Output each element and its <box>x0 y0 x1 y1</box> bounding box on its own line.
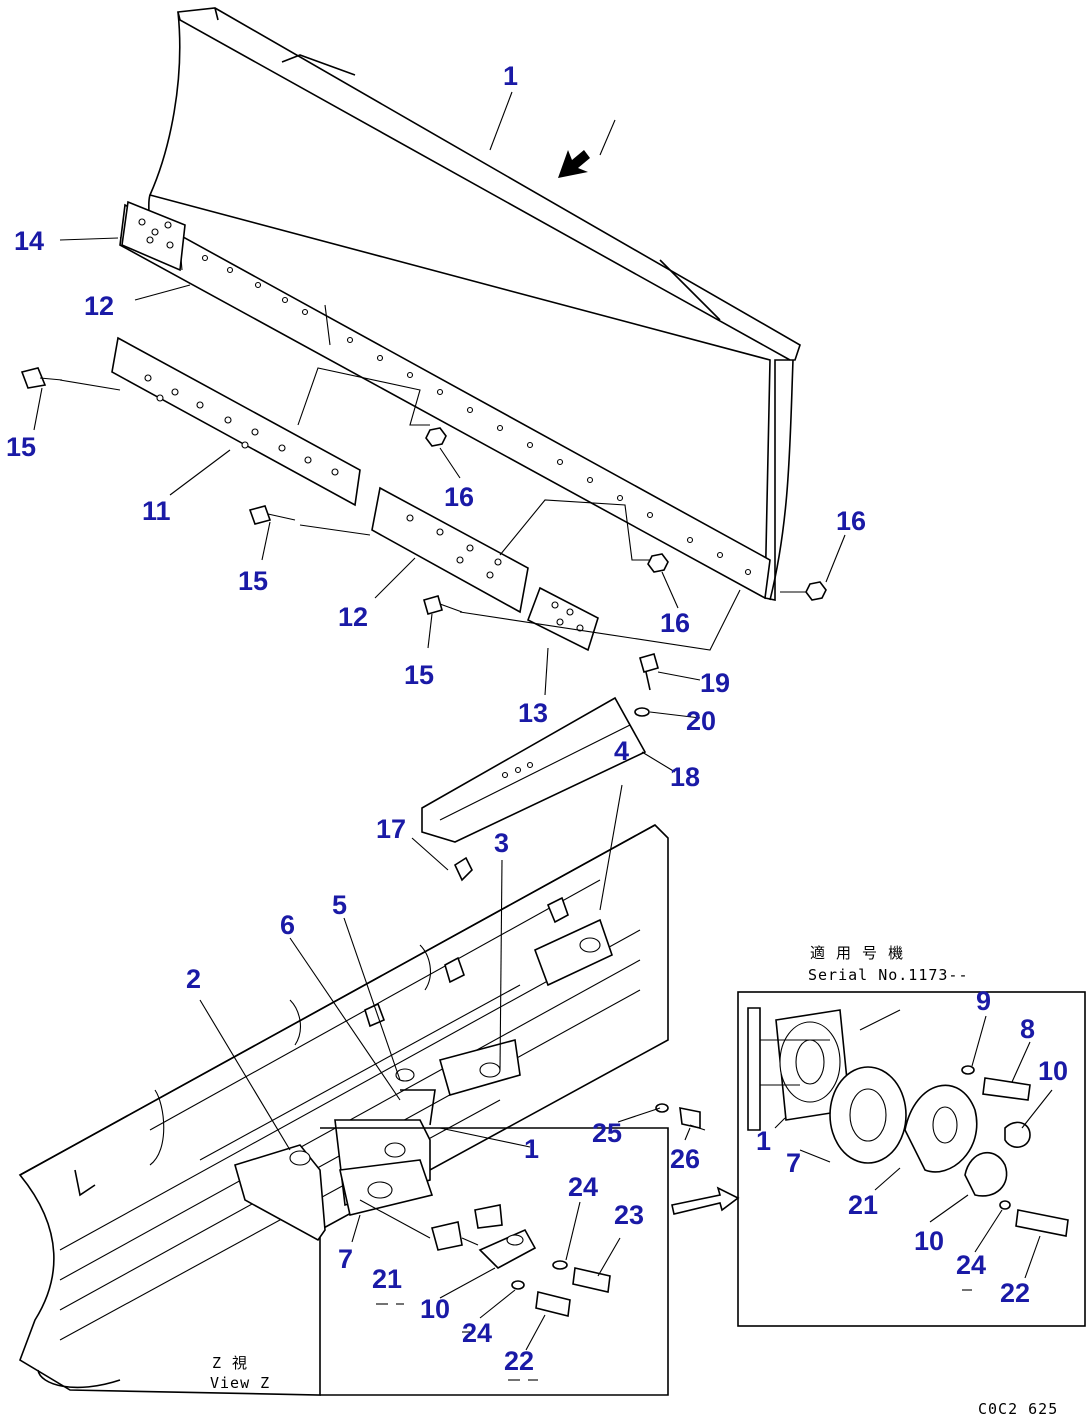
blade-frame-lower <box>18 824 669 1396</box>
clip-17 <box>453 856 473 882</box>
callout-10-inset-top: 10 <box>1038 1056 1068 1086</box>
callout-13: 13 <box>518 698 548 728</box>
inset-applicability-label: 適 用 号 機 <box>810 944 904 962</box>
callout-9-inset: 9 <box>976 986 991 1016</box>
callout-21-inset: 21 <box>848 1190 878 1220</box>
callout-15-left: 15 <box>6 432 36 462</box>
inset-serial-number: Serial No.1173-- <box>808 966 969 984</box>
callout-1-view: 1 <box>524 1134 539 1164</box>
callout-16-low: 16 <box>660 608 690 638</box>
view-z-detail-box <box>320 1127 669 1396</box>
callout-7-view: 7 <box>338 1244 353 1274</box>
callout-24-inset: 24 <box>956 1250 986 1280</box>
bolt-15-left <box>20 367 63 389</box>
callout-5: 5 <box>332 890 347 920</box>
callout-16-right: 16 <box>836 506 866 536</box>
callout-8-inset: 8 <box>1020 1014 1035 1044</box>
callout-10-view: 10 <box>420 1294 450 1324</box>
washer-25 <box>655 1103 669 1113</box>
cutting-edge-12-mid <box>371 486 529 614</box>
callout-11: 11 <box>142 496 171 526</box>
callout-3: 3 <box>494 828 509 858</box>
nut-16-right <box>805 581 827 601</box>
callout-2: 2 <box>186 964 201 994</box>
underline-marks <box>376 1289 972 1381</box>
callout-16-mid: 16 <box>444 482 474 512</box>
drawing-code: C0C2 625 <box>978 1400 1058 1418</box>
callout-14: 14 <box>14 226 44 256</box>
view-z-label: View Z <box>210 1374 270 1392</box>
callout-4: 4 <box>614 736 629 766</box>
view-z-label-jp: Z 視 <box>212 1354 248 1372</box>
callout-25: 25 <box>592 1118 622 1148</box>
callout-6: 6 <box>280 910 295 940</box>
callout-7-inset: 7 <box>786 1148 801 1178</box>
callout-12-top: 12 <box>84 291 114 321</box>
callout-24-view: 24 <box>568 1172 598 1202</box>
bolt-15-mid <box>248 505 296 525</box>
callout-22-view: 22 <box>504 1346 534 1376</box>
callout-19: 19 <box>700 668 730 698</box>
end-bit-14 <box>121 200 186 272</box>
callout-22-inset: 22 <box>1000 1278 1030 1308</box>
washer-20 <box>634 707 650 717</box>
callout-10-inset-low: 10 <box>914 1226 944 1256</box>
nut-16-low <box>647 553 669 573</box>
callout-1-inset: 1 <box>756 1126 771 1156</box>
end-bit-13 <box>526 586 599 652</box>
callout-26: 26 <box>670 1144 700 1174</box>
callout-15-mid: 15 <box>238 566 268 596</box>
cutting-edge-11 <box>111 336 361 507</box>
inset-detail-box <box>737 991 1086 1327</box>
nut-16-mid <box>425 427 447 447</box>
callout-23: 23 <box>614 1200 644 1230</box>
callout-20: 20 <box>686 706 716 736</box>
bolt-15-low <box>423 595 463 615</box>
callout-12-mid: 12 <box>338 602 368 632</box>
callout-1-blade: 1 <box>503 61 518 91</box>
phantom-lines <box>59 367 810 651</box>
callout-18: 18 <box>670 762 700 792</box>
callout-21-view: 21 <box>372 1264 402 1294</box>
blade-upper <box>119 7 801 601</box>
plate-18 <box>421 696 647 843</box>
view-direction-arrow <box>558 119 616 178</box>
bolt-19 <box>639 653 659 691</box>
inset-pointer-arrow <box>671 1186 740 1215</box>
callout-17: 17 <box>376 814 406 844</box>
leader-lines <box>33 91 1053 1351</box>
bolt-26 <box>679 1106 706 1131</box>
callout-24-view2: 24 <box>462 1318 492 1348</box>
callout-15-low: 15 <box>404 660 434 690</box>
